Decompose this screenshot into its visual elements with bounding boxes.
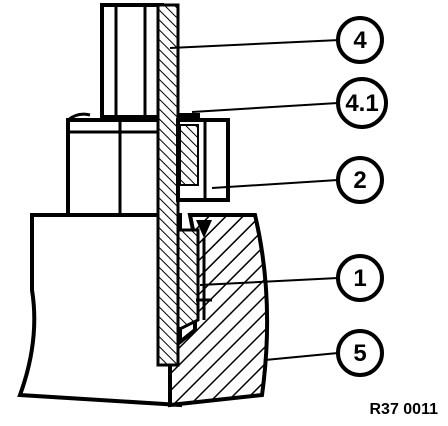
shaft (156, 3, 180, 367)
reference-code: R37 0011 (369, 401, 438, 418)
callout-2-label: 2 (353, 167, 366, 194)
hex-nut (66, 112, 170, 217)
upper-rod (100, 3, 164, 119)
housing-body (17, 213, 182, 408)
callout-1: 1 (336, 254, 384, 302)
valve-seat (176, 220, 212, 333)
callout-5-label: 5 (353, 340, 366, 367)
callout-4: 4 (336, 16, 384, 64)
callout-1-label: 1 (353, 265, 366, 292)
seal-ring (178, 113, 200, 122)
housing-section (168, 213, 270, 408)
callout-2: 2 (336, 156, 384, 204)
callout-4-label: 4 (353, 27, 367, 54)
callout-4-1-label: 4.1 (345, 90, 378, 117)
leader-lines (169, 39, 341, 361)
cap-nut (176, 118, 230, 202)
callout-4-1: 4.1 (336, 77, 388, 129)
callout-5: 5 (336, 329, 384, 377)
